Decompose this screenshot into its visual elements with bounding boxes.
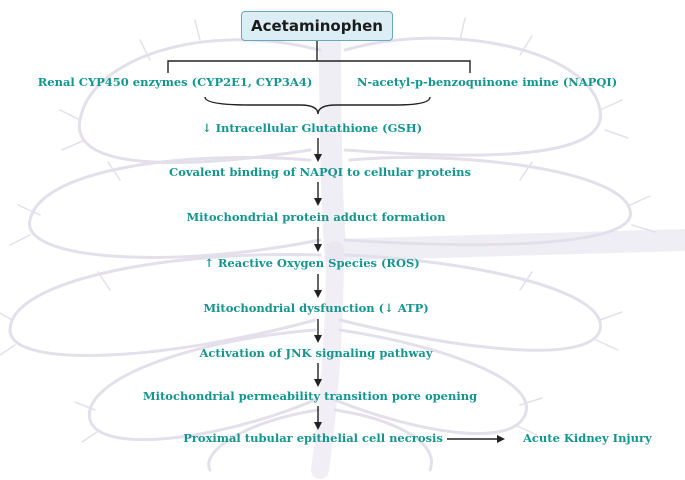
step-mito-dysfunction: Mitochondrial dysfunction (↓ ATP) — [203, 301, 429, 315]
step-covalent-binding: Covalent binding of NAPQI to cellular pr… — [169, 165, 471, 179]
step-glutathione: ↓ Intracellular Glutathione (GSH) — [201, 121, 423, 135]
acetaminophen-label: Acetaminophen — [251, 17, 383, 35]
outcome-aki: Acute Kidney Injury — [523, 431, 652, 445]
merge-brace — [204, 96, 431, 115]
split-bracket — [167, 41, 471, 73]
branch-napqi-label: N-acetyl-p-benzoquinone imine (NAPQI) — [356, 75, 618, 89]
step-ros: ↑ Reactive Oxygen Species (ROS) — [204, 256, 420, 270]
step-mptp-opening: Mitochondrial permeability transition po… — [142, 389, 478, 403]
branch-cyp450-label: Renal CYP450 enzymes (CYP2E1, CYP3A4) — [37, 75, 313, 89]
step-adduct-formation: Mitochondrial protein adduct formation — [186, 210, 446, 224]
step-jnk-activation: Activation of JNK signaling pathway — [199, 346, 433, 360]
step-necrosis: Proximal tubular epithelial cell necrosi… — [183, 431, 443, 445]
acetaminophen-node: Acetaminophen — [241, 11, 393, 41]
